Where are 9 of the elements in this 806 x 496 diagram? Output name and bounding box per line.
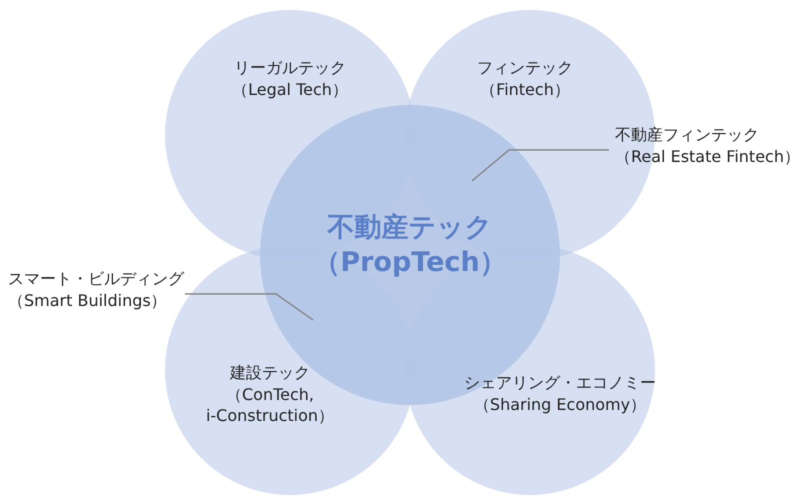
leader-line [472, 149, 609, 182]
circle-label: シェアリング・エコノミー（Sharing Economy） [463, 372, 657, 416]
circle-label: リーガルテック（Legal Tech） [231, 57, 349, 100]
circle-label: 建設テック（ConTech, i-Construction） [204, 362, 336, 427]
leader-line [185, 293, 314, 321]
center-label: 不動産テック（PropTech） [312, 211, 508, 280]
callout-label: スマート・ビルディング（Smart Buildings） [8, 268, 184, 312]
callout-label: 不動産フィンテック（Real Estate Fintech） [615, 124, 800, 168]
circle-label: フィンテック（Fintech） [476, 57, 574, 100]
